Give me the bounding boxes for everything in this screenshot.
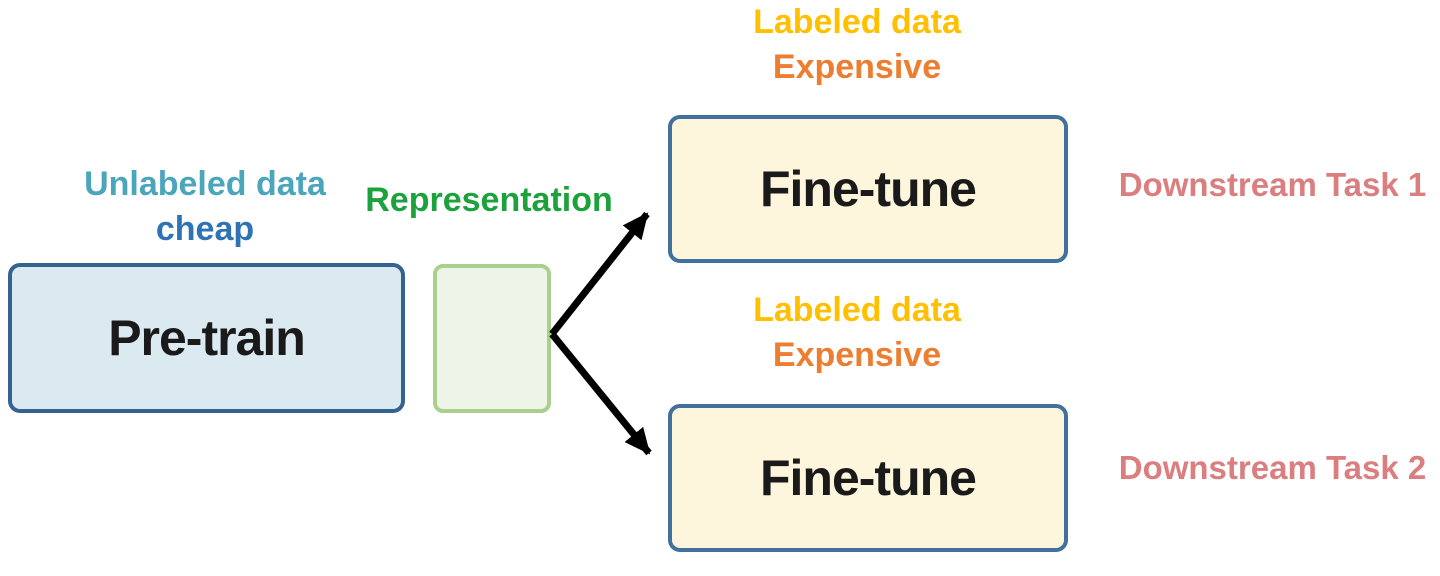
finetune-box-2-label: Fine-tune: [760, 450, 977, 506]
expensive-label-2: Expensive: [772, 336, 942, 374]
finetune-2-note: Labeled data Expensive: [657, 288, 1057, 378]
representation-label: Representation: [365, 181, 613, 219]
labeled-data-label-1: Labeled data: [753, 3, 961, 41]
finetune-box-1: Fine-tune: [668, 115, 1068, 263]
pretrain-box-label: Pre-train: [108, 310, 306, 366]
representation-box: [433, 264, 551, 413]
finetune-box-1-label: Fine-tune: [760, 161, 977, 217]
expensive-label-1: Expensive: [772, 48, 942, 86]
unlabeled-data-label: Unlabeled data: [84, 165, 326, 203]
finetune-box-2: Fine-tune: [668, 404, 1068, 552]
pretrain-box: Pre-train: [8, 263, 405, 413]
downstream-task-1-label: Downstream Task 1: [1118, 166, 1427, 203]
cheap-label: cheap: [155, 210, 255, 248]
arrow-to-finetune-2: [549, 331, 652, 456]
pretrain-note: Unlabeled data cheap: [5, 162, 405, 252]
finetune-1-note: Labeled data Expensive: [657, 0, 1057, 90]
arrow-to-finetune-1: [549, 211, 650, 337]
labeled-data-label-2: Labeled data: [753, 291, 961, 329]
downstream-task-2-label: Downstream Task 2: [1118, 449, 1427, 486]
